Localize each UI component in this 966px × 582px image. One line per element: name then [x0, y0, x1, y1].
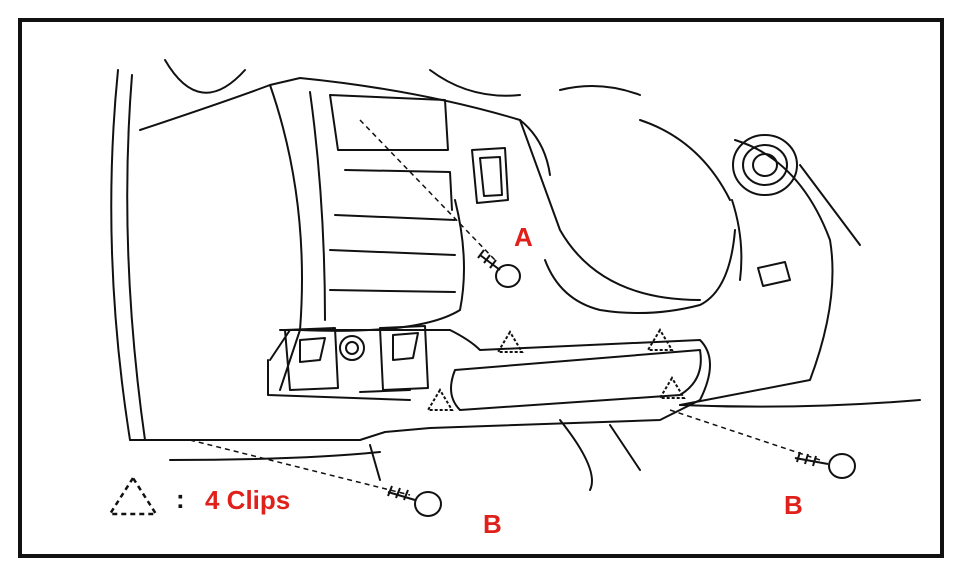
screw-icon	[477, 249, 521, 288]
fastener-label-b-left: B	[483, 509, 502, 539]
legend-clips-label: 4 Clips	[205, 485, 291, 515]
screw-icon	[387, 485, 442, 517]
dashed-triangle-icon	[107, 475, 159, 516]
dashed-triangle-icon	[496, 330, 524, 353]
screw-icon	[794, 451, 856, 479]
dashed-triangle-icon	[646, 328, 674, 351]
diagram-frame	[18, 18, 944, 558]
dashed-triangle-icon	[658, 376, 686, 399]
dashed-triangle-icon	[426, 388, 454, 411]
legend-separator: :	[176, 484, 185, 514]
fastener-label-b-right: B	[784, 490, 803, 520]
fastener-label-a: A	[514, 222, 533, 252]
